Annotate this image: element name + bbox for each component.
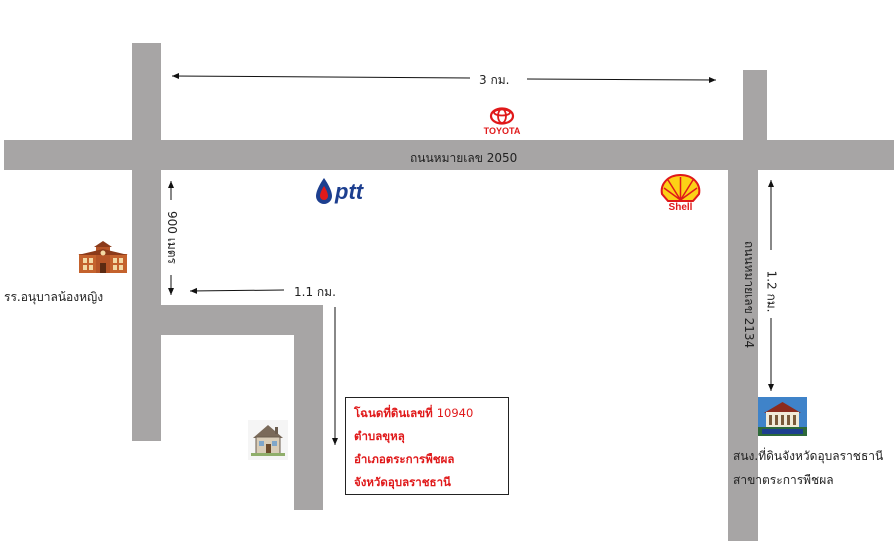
- deed-info-box: โฉนดที่ดินเลขที่ 10940 ตำบลขุหลุ อำเภอตร…: [345, 397, 509, 495]
- ptt-wordmark: ptt: [335, 179, 364, 204]
- deed-line1: โฉนดที่ดินเลขที่ 10940: [354, 402, 508, 425]
- school-label: รร.อนุบาลน้องหญิง: [4, 290, 104, 304]
- shell-wordmark: Shell: [654, 202, 707, 213]
- deed-subdistrict: ตำบลขุหลุ: [354, 429, 405, 443]
- deed-province: จังหวัดอุบลราชธานี: [354, 475, 451, 489]
- land-office-label-line2: สาขาตระการพืชผล: [733, 473, 834, 487]
- branch-road-vertical: [294, 305, 323, 510]
- distance-right-label: 1.2 กม.: [764, 270, 779, 313]
- ptt-logo: ptt: [313, 176, 379, 210]
- land-office-icon: [758, 397, 807, 436]
- school-icon: [78, 241, 128, 274]
- road-2134: [728, 170, 758, 541]
- toyota-logo: TOYOTA: [476, 106, 528, 139]
- left-vertical-road: [132, 43, 161, 441]
- top-arrow-left: [171, 73, 471, 80]
- house-icon: [248, 420, 288, 460]
- toyota-wordmark: TOYOTA: [483, 126, 521, 136]
- middle-arrow-left: [189, 287, 285, 294]
- shell-logo: Shell: [654, 172, 707, 214]
- main-road-label: ถนนหมายเลข 2050: [410, 151, 518, 165]
- distance-top-label: 3 กม.: [479, 73, 510, 87]
- distance-left-label: 900 เมตร: [164, 211, 179, 264]
- road-2134-upper: [743, 70, 767, 140]
- side-road-label: ถนนหมายเลข 2134: [742, 240, 757, 349]
- distance-middle-label: 1.1 กม.: [294, 285, 336, 299]
- land-office-label-line1: สนง.ที่ดินจังหวัดอุบลราชธานี: [733, 449, 884, 463]
- deed-district: อำเภอตระการพืชผล: [354, 452, 455, 466]
- deed-number: 10940: [436, 406, 474, 420]
- top-arrow-right: [526, 76, 717, 83]
- deed-title: โฉนดที่ดินเลขที่: [354, 406, 433, 420]
